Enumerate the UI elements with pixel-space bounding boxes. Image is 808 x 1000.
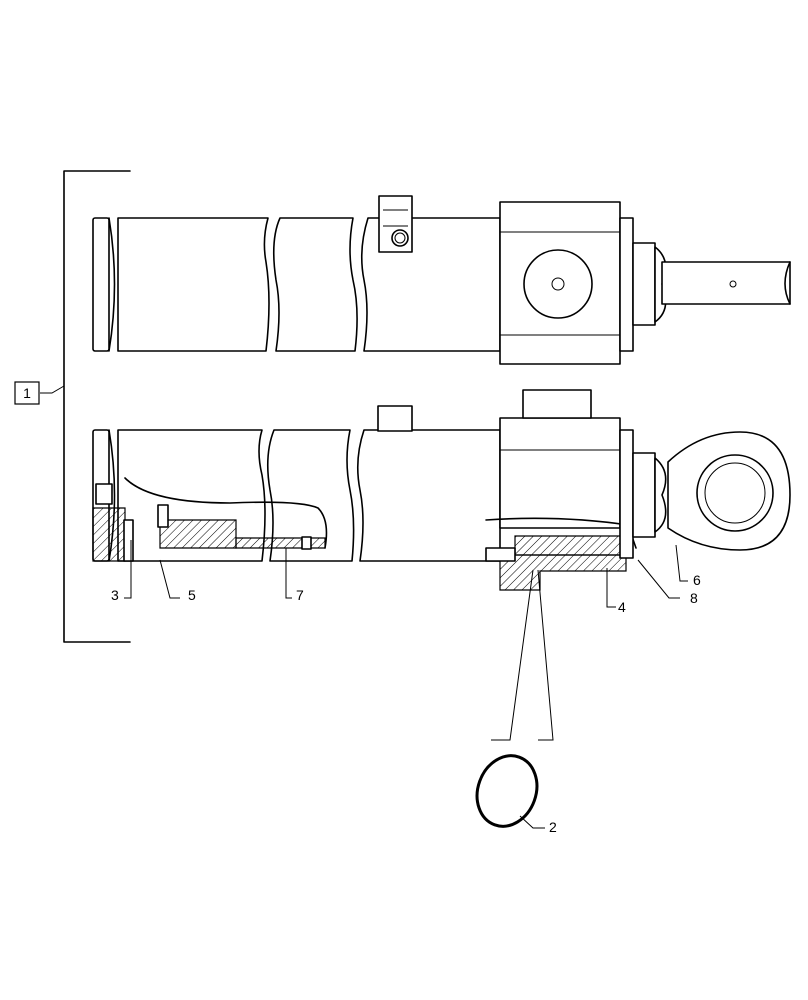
seal-3: [123, 519, 134, 562]
cylinder-top-view: [92, 195, 791, 365]
callout-8[interactable]: 8: [690, 590, 698, 606]
base-plug: [95, 483, 113, 505]
section-head-gland: [499, 417, 621, 529]
callout-6[interactable]: 6: [693, 572, 701, 588]
cylinder-section-view: [92, 389, 791, 591]
section-gland-nut: [619, 429, 634, 559]
port-fitting: [391, 229, 409, 247]
seal-7: [301, 536, 312, 550]
o-ring-2: [475, 569, 554, 828]
section-tube-2: [266, 429, 355, 562]
callout-1-label: 1: [23, 385, 31, 401]
callout-1-box[interactable]: 1: [14, 381, 40, 405]
gland-port-boss: [523, 249, 593, 319]
base-cap-flange: [92, 217, 110, 352]
assembly-bracket: [40, 170, 131, 643]
section-port-block: [377, 405, 413, 432]
gland-nut: [619, 217, 634, 352]
piston-section-hatch: [159, 519, 237, 549]
callout-3[interactable]: 3: [111, 587, 119, 603]
base-section-hatch: [92, 507, 126, 562]
section-gland-port: [522, 389, 592, 419]
leader-lines: [124, 540, 688, 829]
section-rod-collar: [654, 457, 667, 533]
base-cap-groove: [108, 217, 116, 352]
callout-7[interactable]: 7: [296, 587, 304, 603]
piston-rod: [632, 242, 656, 326]
rod-eye-flat: [661, 261, 791, 305]
tube-segment-2: [272, 217, 358, 352]
callout-4[interactable]: 4: [618, 599, 626, 615]
callout-2[interactable]: 2: [549, 819, 557, 835]
tube-segment-1: [117, 217, 270, 352]
rod-eye-bore: [696, 454, 774, 532]
seal-5: [157, 504, 169, 528]
gland-seal-hatch: [514, 535, 632, 556]
section-piston-rod: [632, 452, 656, 538]
section-tube-3: [356, 429, 501, 562]
callout-5[interactable]: 5: [188, 587, 196, 603]
